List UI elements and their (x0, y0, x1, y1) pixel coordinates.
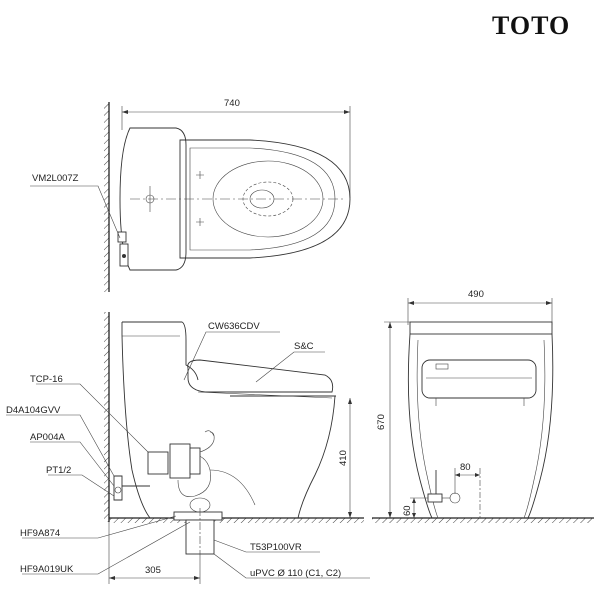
body-right-front (527, 333, 554, 519)
label-hf9a019uk: HF9A019UK (20, 564, 74, 575)
angle-valve-front (427, 493, 443, 503)
label-hf9a874: HF9A874 (20, 528, 60, 539)
label-upvc: uPVC Ø 110 (C1, C2) (250, 568, 341, 579)
dim-60: 60 (402, 505, 413, 516)
label-tcp-16: TCP-16 (30, 374, 63, 385)
bowl-outline-top (179, 139, 351, 259)
toto-logo: TOTO (492, 11, 570, 40)
seat-front (421, 359, 537, 399)
label-d4a104gvv: D4A104GVV (6, 405, 61, 416)
dim-670: 670 (376, 414, 387, 430)
tank-outline-side (122, 321, 199, 381)
bowl-front-side (297, 395, 336, 519)
dim-410: 410 (338, 450, 349, 466)
tank-outline-top (119, 127, 187, 271)
drain-flange-side (173, 511, 223, 521)
side-view: 410 305 TCP-16 D4A104GVV AP004A PT1/2 HF… (6, 312, 370, 584)
label-vm2l007z: VM2L007Z (32, 173, 79, 184)
dim-490: 490 (468, 289, 484, 300)
top-view: 740 VM2L007Z (30, 98, 351, 292)
label-ap004a: AP004A (30, 432, 66, 443)
wall-hatch-top (104, 102, 109, 292)
dim-305: 305 (145, 565, 161, 576)
tank-top-front (409, 321, 553, 335)
front-view: 490 670 60 80 (372, 289, 594, 523)
floor-hatch-front (372, 518, 594, 523)
label-sc: S&C (294, 341, 314, 352)
label-cw636cdv: CW636CDV (208, 321, 260, 332)
fill-valve-side (169, 443, 191, 479)
dim-740: 740 (224, 98, 240, 109)
label-pt1-2: PT1/2 (46, 465, 71, 476)
floor-hatch-side (109, 518, 364, 523)
label-t53p100vr: T53P100VR (250, 542, 302, 553)
seat-lid-side (187, 359, 334, 393)
dim-80: 80 (460, 462, 471, 473)
body-left-front (407, 333, 433, 519)
